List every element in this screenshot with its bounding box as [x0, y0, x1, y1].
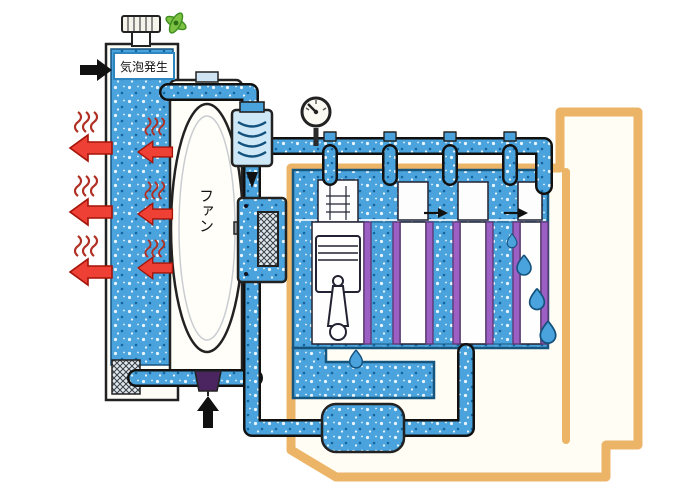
flow-arrow-icon-1: [424, 208, 448, 218]
labels: 気泡発生 ファン: [113, 52, 215, 233]
flow-arrow-icon-2: [504, 208, 528, 218]
rod-big-end: [329, 323, 347, 341]
thermostat: [230, 101, 274, 188]
coolant-manifold-pipe: [263, 131, 553, 195]
drain-up-arrow-icon: [197, 396, 219, 428]
cap-ribs: [127, 17, 153, 31]
connecting-rod: [326, 285, 350, 327]
cylinder-walls: [363, 221, 549, 345]
pressure-gauge: [300, 96, 332, 146]
cylinder-bore-4: [519, 221, 542, 345]
thermostat-cap: [239, 101, 265, 113]
manifold-flange: [323, 131, 337, 142]
head-port-3: [457, 181, 489, 221]
pump-bolt: [244, 204, 248, 208]
valve-spring-detail: [326, 186, 350, 220]
pump-bolt: [244, 272, 248, 276]
radiator-cap: [121, 15, 161, 33]
head-port-2: [397, 181, 429, 221]
piston: [315, 235, 361, 341]
cylinder-bore-3: [459, 221, 487, 345]
cap-propeller-icon: [165, 12, 187, 34]
fan-label: ファン: [197, 188, 215, 233]
radiator-coolant: [110, 48, 174, 366]
pump-pulley: [257, 211, 279, 267]
bubble-label-box: [113, 52, 175, 80]
thermostat-spring: [237, 120, 267, 158]
wrist-pin: [332, 275, 344, 287]
gauge-ticks: [305, 100, 327, 111]
heat-wave-icon: [73, 110, 99, 134]
pipes: [127, 83, 553, 437]
piston-rings: [318, 245, 358, 261]
engine: [286, 107, 643, 482]
heat-wave-icon: [73, 174, 99, 198]
gauge-hub: [313, 109, 319, 115]
fan-mount-top: [195, 71, 219, 83]
manifold-flange: [503, 131, 517, 142]
water-pump: [236, 196, 288, 284]
flow-down-arrow-icon: [246, 172, 258, 188]
heater-return-pipe: [393, 343, 475, 437]
lower-coolant-gallery: [291, 346, 436, 400]
manifold-flange: [443, 131, 457, 142]
coolant-passage-2: [432, 221, 454, 345]
drain-valve: [194, 370, 222, 396]
head-port-1: [317, 179, 359, 223]
coolant-passage-1: [370, 221, 394, 345]
bypass-return-pipe: [243, 269, 333, 437]
heater-core: [320, 402, 406, 454]
bubble-label: 気泡発生: [120, 59, 168, 74]
heat-wave-icon: [73, 234, 99, 258]
manifold-flange: [383, 131, 397, 142]
cylinder-bore-2: [399, 221, 427, 345]
inlet-arrow-icon: [80, 59, 112, 81]
